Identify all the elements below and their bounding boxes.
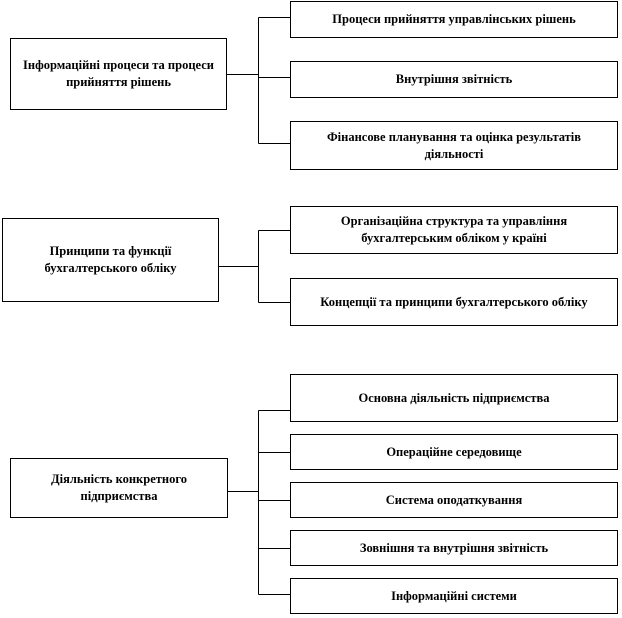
item-box-internal-reporting: Внутрішня звітність — [290, 61, 618, 98]
category-box-accounting-principles: Принципи та функції бухгалтерського облі… — [2, 218, 219, 302]
item-label: Зовнішня та внутрішня звітність — [359, 540, 549, 555]
item-label: Внутрішня звітність — [395, 72, 513, 86]
item-label: Процеси прийняття управлінських рішень — [332, 12, 576, 26]
category-box-enterprise-activity: Діяльність конкретного підприємства — [10, 458, 228, 518]
item-label: Основна діяльність підприємства — [358, 390, 550, 405]
item-box-external-internal-reporting: Зовнішня та внутрішня звітність — [290, 530, 618, 566]
item-label: Фінансове планування та оцінка результат… — [326, 129, 582, 161]
item-label: Система оподаткування — [385, 492, 523, 507]
item-box-accounting-concepts: Концепції та принципи бухгалтерського об… — [290, 278, 618, 326]
item-box-management-decisions: Процеси прийняття управлінських рішень — [290, 1, 618, 38]
item-box-organizational-structure: Організаційна структура та управління бу… — [290, 206, 618, 254]
item-label: Операційне середовище — [386, 444, 522, 459]
category-box-decision-processes: Інформаційні процеси та процеси прийнятт… — [10, 38, 227, 110]
item-box-core-activity: Основна діяльність підприємства — [290, 374, 618, 422]
item-box-tax-system: Система оподаткування — [290, 482, 618, 518]
item-box-financial-planning: Фінансове планування та оцінка результат… — [290, 121, 618, 170]
item-box-information-systems: Інформаційні системи — [290, 578, 618, 614]
item-box-operating-environment: Операційне середовище — [290, 434, 618, 470]
item-label: Організаційна структура та управління бу… — [340, 214, 568, 245]
category-label: Діяльність конкретного підприємства — [51, 472, 187, 503]
item-label: Інформаційні системи — [391, 588, 517, 603]
category-label: Інформаційні процеси та процеси прийнятт… — [23, 58, 214, 89]
category-label: Принципи та функції бухгалтерського облі… — [44, 244, 177, 275]
item-label: Концепції та принципи бухгалтерського об… — [320, 294, 588, 309]
